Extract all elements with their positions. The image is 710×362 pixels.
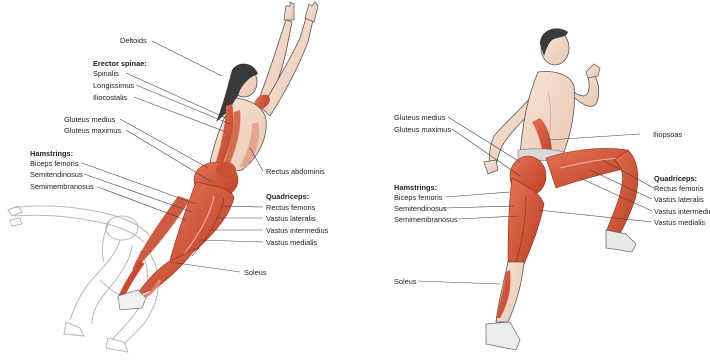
label-deltoids: Deltoids	[120, 36, 147, 45]
leader-soleus-left	[170, 262, 240, 272]
label-hamstrings-header-right: Hamstrings:	[394, 183, 437, 192]
label-vastus-intermedius-right: Vastus intermediu	[654, 207, 710, 216]
label-vastus-intermedius-left: Vastus intermedius	[266, 226, 328, 235]
leader-semitendinosus-left	[84, 174, 192, 212]
label-biceps-femoris-right: Biceps femoris	[394, 193, 442, 202]
left-main-figure	[118, 2, 318, 310]
label-vastus-medialis-right: Vastus medialis	[654, 218, 705, 227]
leader-vastus-medialis-left	[198, 240, 263, 242]
leader-soleus-right	[418, 281, 500, 284]
right-shoe	[486, 322, 520, 350]
left-thigh	[168, 182, 234, 268]
leader-biceps-femoris-left	[82, 163, 196, 204]
left-ghost-figure	[8, 206, 158, 352]
label-soleus-right: Soleus	[394, 277, 417, 286]
leader-iliocostalis	[134, 97, 226, 132]
label-semimembranosus-left: Semimembranosus	[30, 182, 94, 191]
label-spinalis: Spinalis	[93, 69, 119, 78]
leader-deltoids	[152, 41, 222, 76]
leader-spinalis	[126, 73, 226, 118]
label-semitendinosus-right: Semitendinosus	[394, 204, 447, 213]
label-soleus-left: Soleus	[244, 268, 267, 277]
label-iliocostalis: Iliocostalis	[93, 93, 127, 102]
leader-vastus-medialis-right	[538, 210, 652, 222]
leader-gluteus-medius-left	[120, 119, 208, 168]
label-longissimus: Longissimus	[93, 81, 134, 90]
label-rectus-abdominis: Rectus abdominis	[266, 167, 325, 176]
label-rectus-femoris-left: Rectus femoris	[266, 203, 315, 212]
leader-biceps-femoris-right	[446, 192, 510, 197]
right-figure	[484, 28, 638, 350]
label-hamstrings-header-left: Hamstrings:	[30, 149, 73, 158]
label-quadriceps-header-left: Quadriceps:	[266, 192, 309, 201]
label-gluteus-medius-right: Gluteus medius	[394, 113, 445, 122]
label-erector-spinae-header: Erector spinae:	[93, 59, 147, 68]
label-biceps-femoris-left: Biceps femoris	[30, 159, 78, 168]
label-semitendinosus-left: Semitendinosus	[30, 170, 83, 179]
left-hand-1	[284, 2, 294, 20]
label-quadriceps-header-right: Quadriceps:	[654, 174, 697, 183]
label-iliopsoas: Iliopsoas	[653, 130, 682, 139]
label-vastus-lateralis-right: Vastus lateralis	[654, 195, 704, 204]
label-gluteus-medius-left: Gluteus medius	[64, 115, 115, 124]
label-vastus-lateralis-left: Vastus lateralis	[266, 214, 316, 223]
leader-semitendinosus-right	[444, 206, 514, 208]
leader-gluteus-maximus-left	[126, 130, 212, 182]
left-hand-2	[305, 2, 318, 22]
leader-longissimus	[136, 85, 230, 124]
label-semimembranosus-right: Semimembranosus	[394, 215, 458, 224]
label-vastus-medialis-left: Vastus medialis	[266, 238, 317, 247]
label-rectus-femoris-right: Rectus femoris	[654, 184, 703, 193]
label-gluteus-maximus-right: Gluteus maximus	[394, 125, 451, 134]
label-gluteus-maximus-left: Gluteus maximus	[64, 126, 121, 135]
